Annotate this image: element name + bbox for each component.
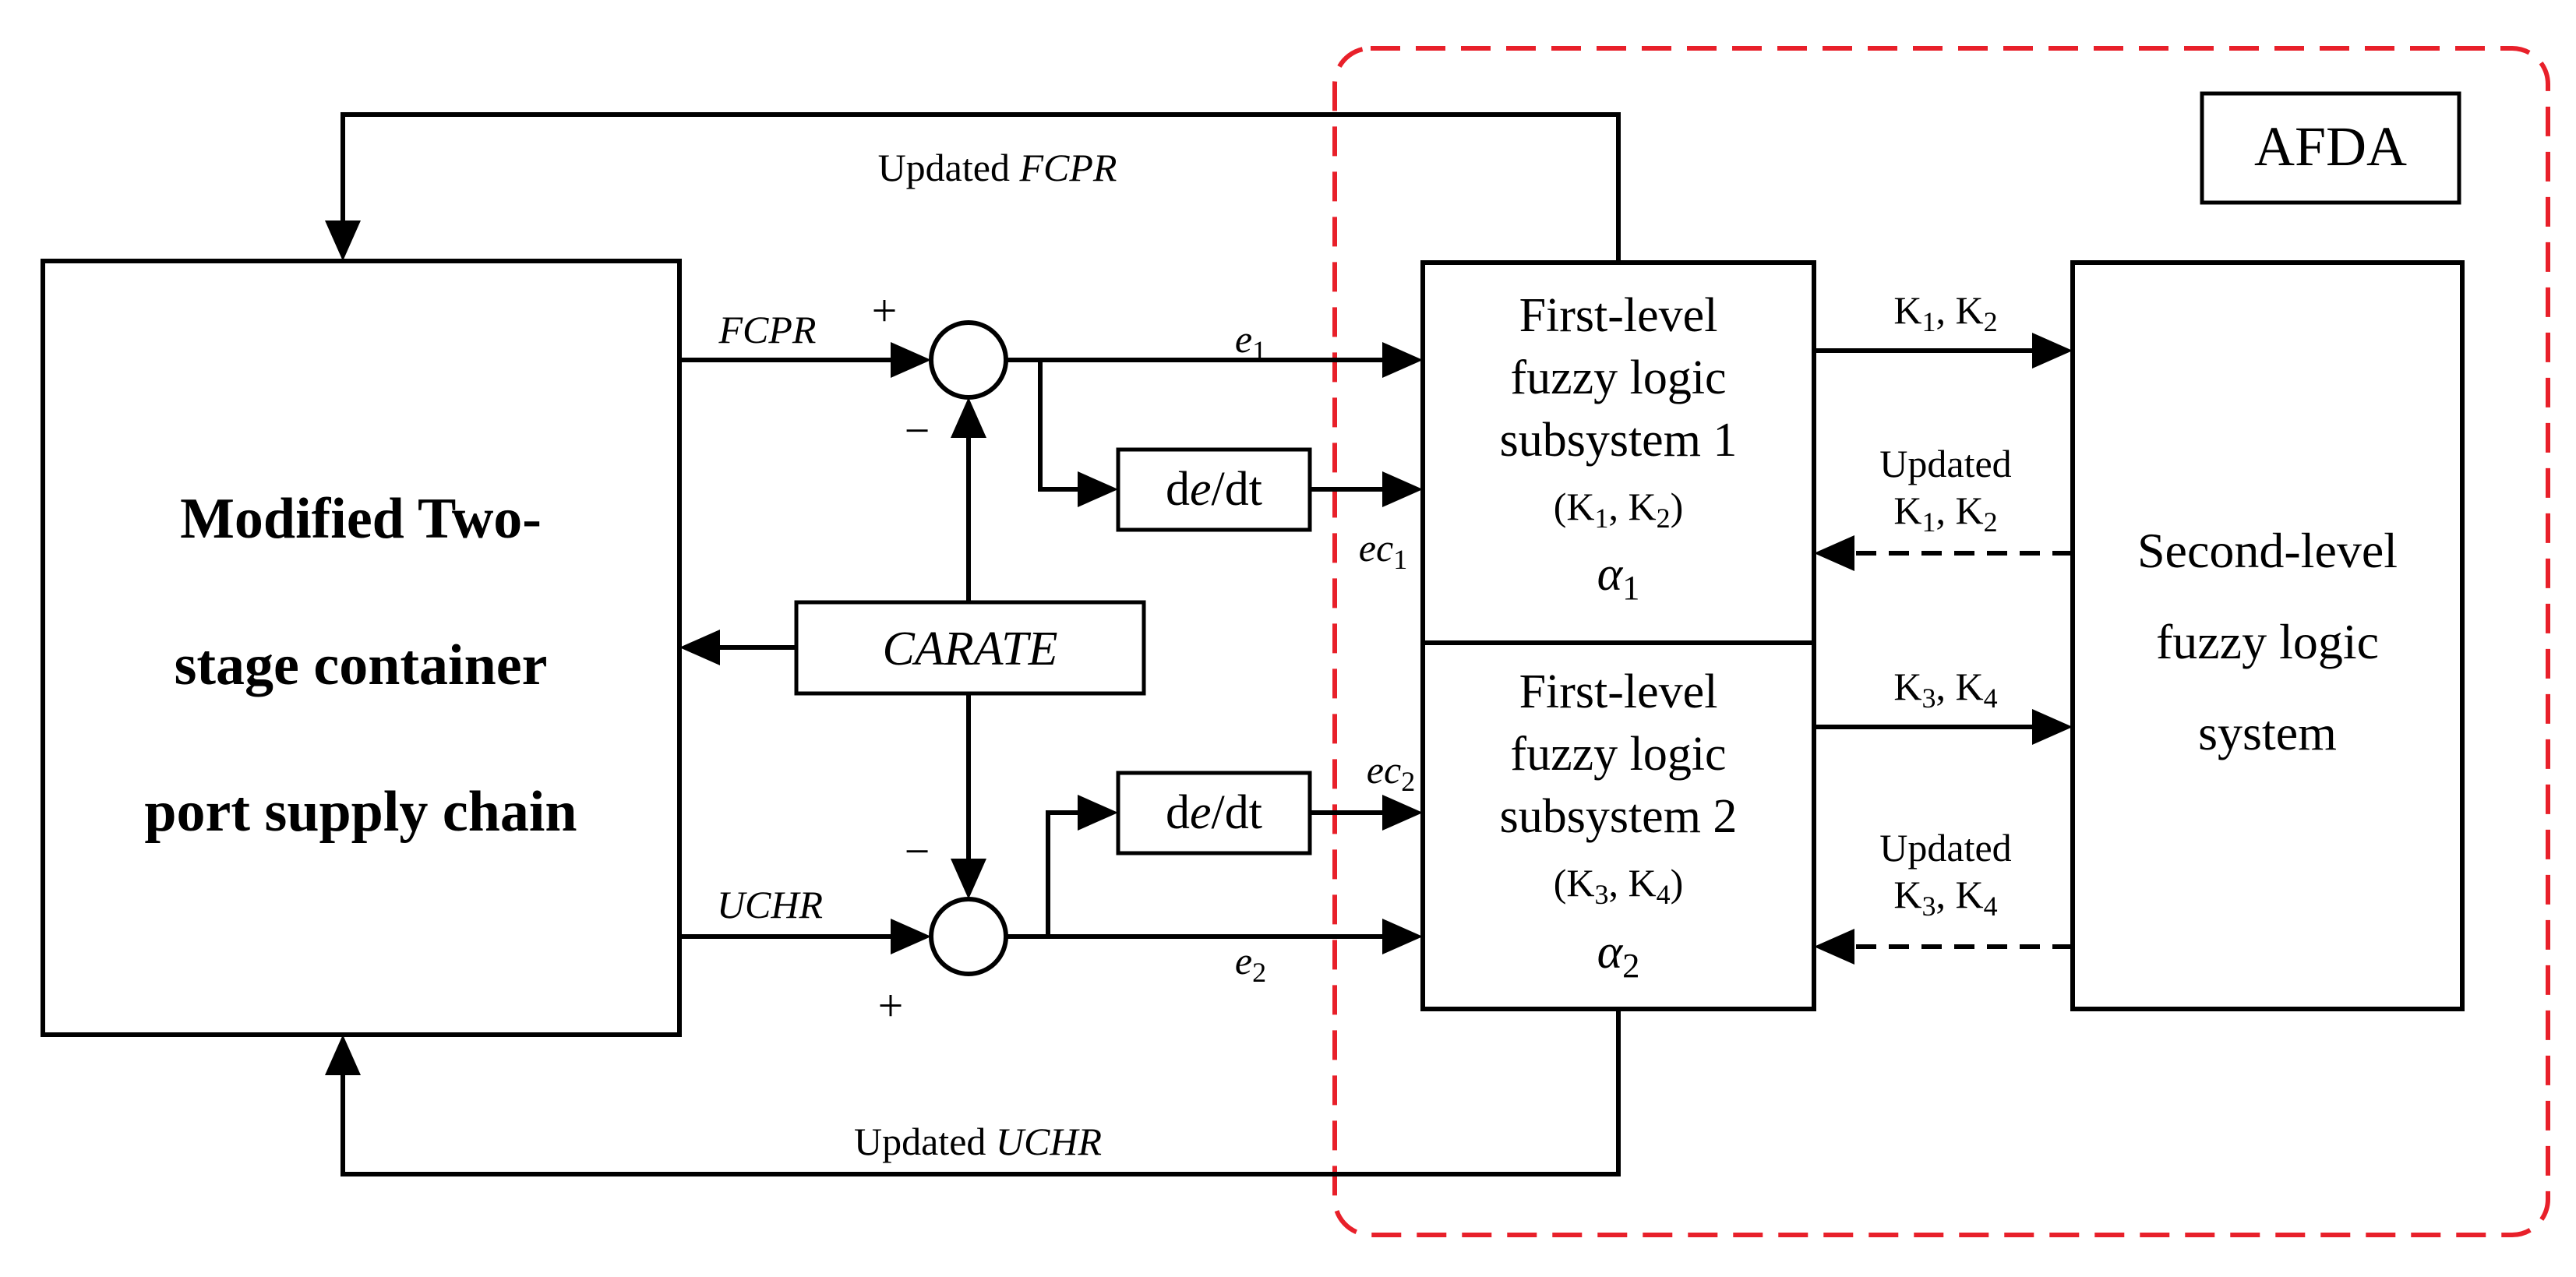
k34-updated-label-2: K3, K4: [1893, 873, 1997, 922]
updated-uchr-path: [341, 1009, 1621, 1176]
arrowhead-d1-in: [1078, 471, 1118, 507]
afda-region-border: [1332, 46, 2550, 1237]
supply-chain-line-1: Modified Two-: [180, 487, 542, 551]
carate-label: CARATE: [882, 623, 1057, 676]
arrowhead-updated-uchr: [325, 1035, 361, 1075]
fl2-alpha: α2: [1597, 926, 1640, 985]
updated-uchr-label: Updated UCHR: [854, 1120, 1102, 1163]
fl1-alpha: α1: [1597, 548, 1640, 607]
arrowhead-k34: [2032, 709, 2073, 745]
first-level-subsystem-2-block: [1420, 640, 1816, 1011]
k12-updated-label-2: K1, K2: [1893, 489, 1997, 538]
e2-branch: [1046, 810, 1079, 937]
sl-line-3: system: [2198, 705, 2337, 760]
fl2-line-1: First-level: [1519, 665, 1718, 718]
second-level-system-block: [2070, 260, 2465, 1011]
minus-sign-1: −: [905, 405, 930, 456]
ec2-label: ec2: [1367, 748, 1415, 797]
ec1-label: ec1: [1359, 526, 1407, 575]
arrowhead-carate-down: [951, 859, 986, 899]
sl-line-2: fuzzy logic: [2156, 614, 2379, 669]
fl1-line-1: First-level: [1519, 289, 1718, 342]
carate-block: [794, 600, 1146, 696]
e2-label: e2: [1235, 939, 1266, 988]
arrowhead-ec2: [1382, 795, 1423, 831]
minus-sign-2: −: [905, 826, 930, 877]
afda-label: AFDA: [2254, 115, 2407, 178]
arrowhead-carate-left: [679, 630, 720, 665]
uchr-label: UCHR: [717, 883, 823, 926]
arrowhead-k12: [2032, 333, 2073, 369]
fl1-line-3: subsystem 1: [1500, 414, 1738, 467]
supply-chain-line-3: port supply chain: [144, 780, 577, 844]
supply-chain-line-2: stage container: [175, 633, 548, 697]
e1-label: e1: [1235, 317, 1266, 366]
plus-sign-1: +: [872, 285, 898, 336]
derivative-2-label: de/dt: [1166, 786, 1262, 839]
arrowhead-k12-updated: [1814, 535, 1854, 571]
e1-branch: [1038, 360, 1079, 492]
sl-line-1: Second-level: [2137, 523, 2398, 578]
derivative-block-2: [1116, 771, 1312, 855]
updated-fcpr-path: [341, 112, 1621, 263]
fl1-line-2: fuzzy logic: [1510, 351, 1726, 404]
arrowhead-k34-updated: [1814, 929, 1854, 965]
fcpr-label: FCPR: [718, 308, 817, 351]
derivative-1-label: de/dt: [1166, 463, 1262, 516]
arrowhead-e1: [1382, 342, 1423, 378]
fl2-line-2: fuzzy logic: [1510, 728, 1726, 781]
arrowhead-updated-fcpr: [325, 220, 361, 261]
arrowhead-carate-up: [951, 397, 986, 438]
k34-forward-label: K3, K4: [1893, 665, 1997, 714]
k12-forward-label: K1, K2: [1893, 288, 1997, 337]
summing-junction-2: [929, 897, 1008, 976]
arrowhead-ec1: [1382, 471, 1423, 507]
arrowhead-fcpr: [891, 342, 931, 378]
derivative-block-1: [1116, 447, 1312, 532]
k34-updated-label-1: Updated: [1879, 826, 2011, 870]
arrowhead-e2: [1382, 919, 1423, 954]
afda-label-box: [2200, 91, 2461, 205]
k12-updated-label-1: Updated: [1879, 442, 2011, 485]
fl2-line-3: subsystem 2: [1500, 790, 1738, 843]
fl2-params: (K3, K4): [1554, 861, 1684, 910]
arrowhead-d2-in: [1078, 795, 1118, 831]
plus-sign-2: +: [878, 980, 904, 1031]
summing-junction-1: [929, 320, 1008, 400]
arrowhead-uchr: [891, 919, 931, 954]
updated-fcpr-label: Updated FCPR: [878, 146, 1117, 189]
fl1-params: (K1, K2): [1554, 485, 1684, 534]
supply-chain-block: [41, 259, 682, 1037]
